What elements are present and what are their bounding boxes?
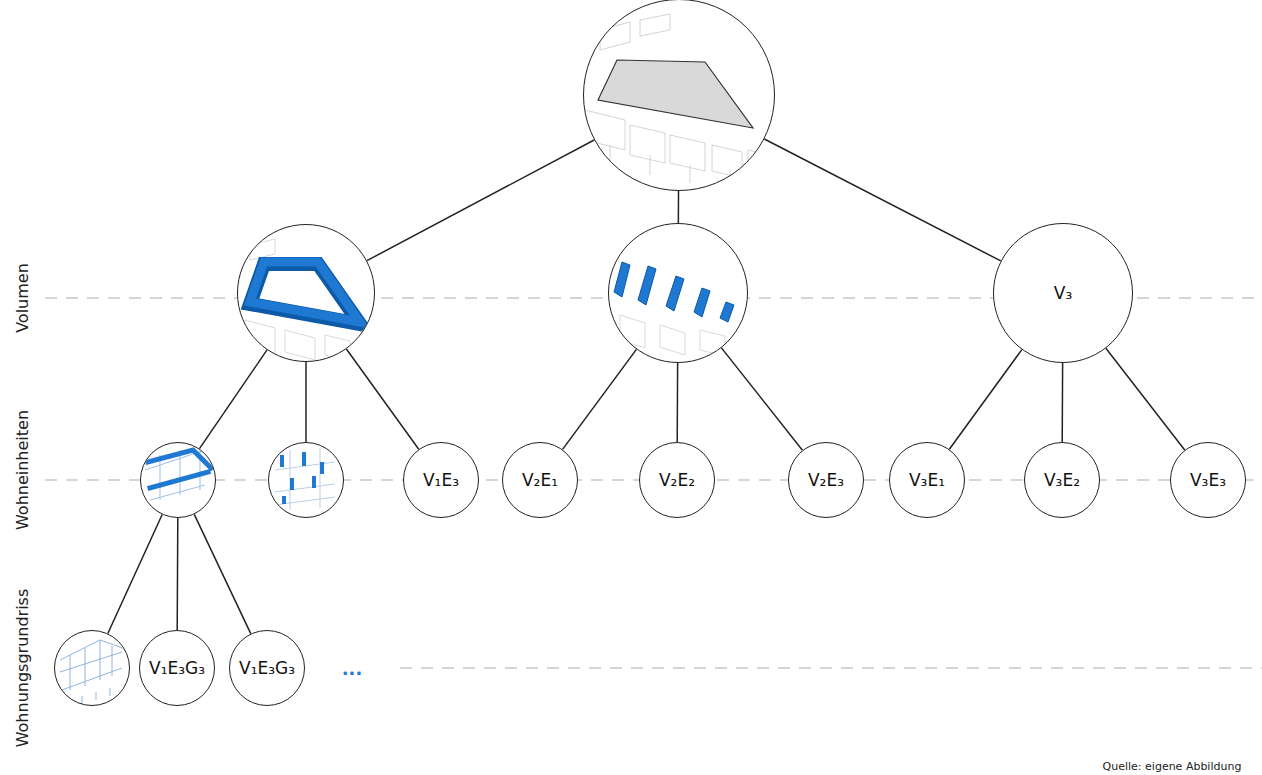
tree-edge	[1061, 363, 1063, 442]
tree-edge	[949, 350, 1021, 450]
unit-illustration	[275, 448, 335, 510]
node-label: V₃E₃	[1190, 470, 1226, 490]
node-label: V₁E₃G₃	[149, 658, 205, 678]
tree-node: V₂E₃	[788, 442, 864, 518]
level-label: Wohnungsgrundriss	[13, 589, 32, 748]
tree-edge	[367, 140, 594, 261]
tree-edge	[676, 363, 678, 442]
node-label: V₃E₁	[909, 470, 945, 490]
block-volume-illustration	[245, 239, 360, 361]
tree-node: V₃E₂	[1024, 442, 1100, 518]
node-label: V₁E₃G₃	[239, 658, 295, 678]
tree-node	[237, 224, 375, 362]
tree-node: V₃E₃	[1170, 442, 1246, 518]
level-line	[400, 667, 1262, 669]
unit-illustration	[145, 445, 211, 500]
node-label: V₃E₂	[1044, 470, 1080, 490]
node-label: V₂E₃	[808, 470, 844, 490]
tree-edge	[194, 514, 250, 633]
tree-edge	[721, 348, 802, 450]
tree-node: V₂E₁	[502, 442, 578, 518]
tree-node	[583, 0, 775, 191]
node-label: V₂E₁	[522, 470, 558, 490]
continuation-mark: ...	[342, 658, 363, 679]
tree-node: V₃E₁	[889, 442, 965, 518]
floorplan-illustration	[60, 640, 128, 708]
tree-node	[268, 442, 344, 518]
tree-edge	[108, 515, 162, 634]
level-label: Wohneinheiten	[13, 410, 32, 530]
tree-edge	[199, 350, 267, 449]
source-note: Quelle: eigene Abbildung	[1103, 760, 1242, 773]
tree-node	[54, 630, 130, 706]
tree-edge	[346, 349, 418, 449]
tree-edge	[563, 349, 637, 449]
tree-edge	[176, 518, 178, 630]
row-volume-illustration	[614, 262, 734, 356]
tree-node: V₁E₃G₃	[229, 630, 305, 706]
node-label: V₂E₂	[659, 470, 695, 490]
tree-node: V₃	[993, 223, 1133, 363]
tree-edge	[1106, 348, 1185, 450]
tree-edge	[764, 139, 1000, 261]
tree-node: V₂E₂	[639, 442, 715, 518]
tree-edge	[305, 362, 307, 442]
tree-node: V₁E₃	[403, 442, 479, 518]
tree-node	[608, 223, 748, 363]
node-label: V₃	[1054, 283, 1072, 303]
node-label: V₁E₃	[423, 470, 459, 490]
tree-edge	[678, 191, 680, 223]
level-label: Volumen	[13, 263, 32, 333]
site-illustration	[585, 14, 768, 188]
tree-node: V₁E₃G₃	[139, 630, 215, 706]
discs	[54, 0, 1246, 706]
tree-node	[140, 442, 216, 518]
